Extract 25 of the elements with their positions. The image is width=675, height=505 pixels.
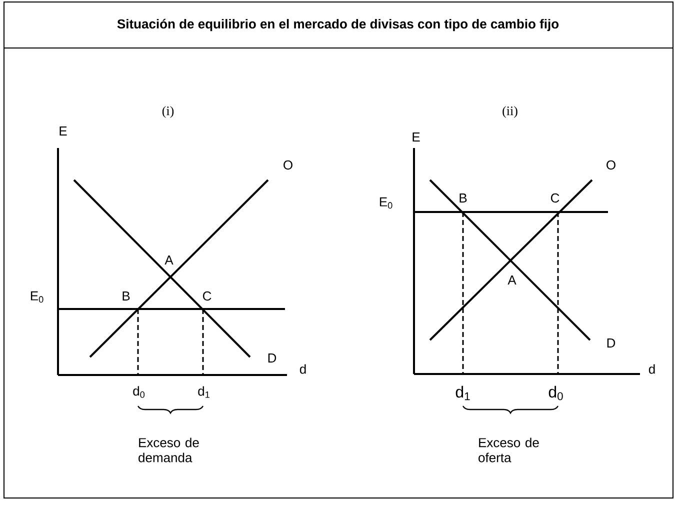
title: Situación de equilibrio en el mercado de divisas con tipo de cambio fijo [117, 18, 559, 32]
tick-label: d$_{1}$ [456, 386, 470, 400]
axis-label: d [648, 364, 655, 374]
curve-label: D [268, 354, 276, 362]
point-label: B [460, 194, 467, 202]
brace-caption: Exceso de demanda [138, 438, 199, 462]
axis-label: E$_{0}$ [30, 291, 44, 303]
point-label: A [164, 256, 174, 264]
axis-label: E [60, 126, 67, 136]
tick-label: d$_{0}$ [133, 386, 145, 398]
axis-label: E [412, 132, 420, 142]
curve-label: D [607, 338, 616, 348]
curve-label: O [284, 160, 292, 170]
curve-label: O [606, 160, 616, 170]
axis-label: d [300, 364, 306, 374]
axis-label: E$_{0}$ [380, 197, 392, 209]
point-label: B [122, 292, 130, 300]
panel-label: (ii) [502, 106, 518, 118]
point-label: C [202, 291, 212, 301]
point-label: C [550, 193, 560, 203]
panel-label: (i) [162, 106, 174, 118]
point-label: A [508, 276, 516, 284]
brace-caption: Exceso de oferta [478, 438, 539, 462]
tick-label: d$_{0}$ [548, 386, 563, 400]
tick-label: d$_{1}$ [198, 386, 210, 398]
